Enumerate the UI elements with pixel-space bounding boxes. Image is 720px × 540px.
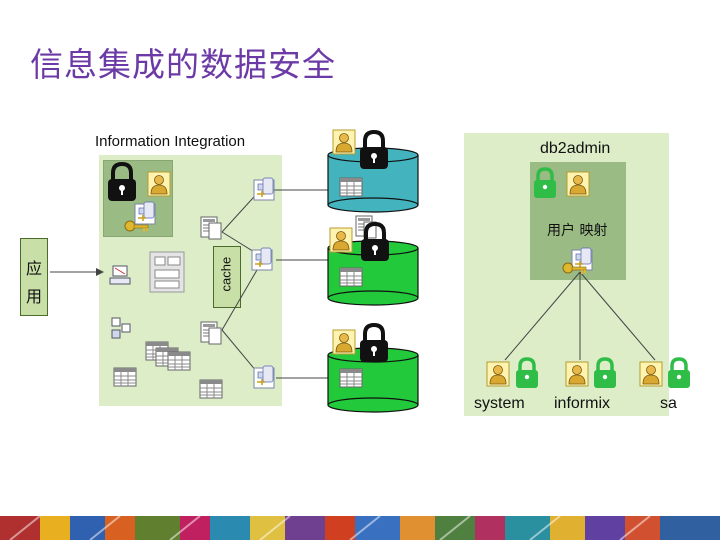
lock-green-icon xyxy=(666,357,692,390)
server-icon xyxy=(109,265,131,285)
user-icon xyxy=(329,227,353,253)
nickname-icon xyxy=(134,201,156,225)
nickname-icon xyxy=(253,177,275,201)
application-label-char: 应 xyxy=(25,259,42,278)
user-icon xyxy=(565,361,589,387)
page-title: 信息集成的数据安全 xyxy=(30,45,336,84)
doc-icon xyxy=(200,321,222,345)
lock-green-icon xyxy=(514,357,540,390)
nickname-icon xyxy=(253,365,275,389)
catalog-icon xyxy=(149,251,185,293)
db2admin-label: db2admin xyxy=(540,140,611,157)
user-icon xyxy=(332,129,356,155)
decorative-footer xyxy=(0,516,720,540)
flow-icon xyxy=(111,317,131,339)
table-icon xyxy=(167,351,191,371)
arrow-icon xyxy=(50,268,104,276)
lock-green-icon xyxy=(532,167,558,200)
user-label-sa: sa xyxy=(660,395,677,412)
application-box: 应 用 xyxy=(20,238,48,316)
nickname-icon xyxy=(251,247,273,271)
information-integration-label: Information Integration xyxy=(95,133,246,150)
user-icon xyxy=(332,329,356,355)
cache-box xyxy=(213,246,241,308)
user-label-informix: informix xyxy=(554,395,611,412)
lock-icon xyxy=(358,130,390,171)
user-mapping-label: 用户 映射 xyxy=(547,223,608,239)
table-icon xyxy=(199,379,223,399)
user-icon xyxy=(566,171,590,197)
user-label-system: system xyxy=(474,395,525,412)
lock-icon xyxy=(106,162,138,203)
application-label-char: 用 xyxy=(25,287,42,306)
table-icon xyxy=(339,267,363,287)
table-icon xyxy=(339,368,363,388)
user-icon xyxy=(486,361,510,387)
connection-lines xyxy=(221,187,656,379)
user-icon xyxy=(147,171,171,197)
table-icon xyxy=(339,177,363,197)
lock-icon xyxy=(358,323,390,364)
user-icon xyxy=(639,361,663,387)
doc-icon xyxy=(200,216,222,240)
table-icon xyxy=(113,367,137,387)
lock-green-icon xyxy=(592,357,618,390)
